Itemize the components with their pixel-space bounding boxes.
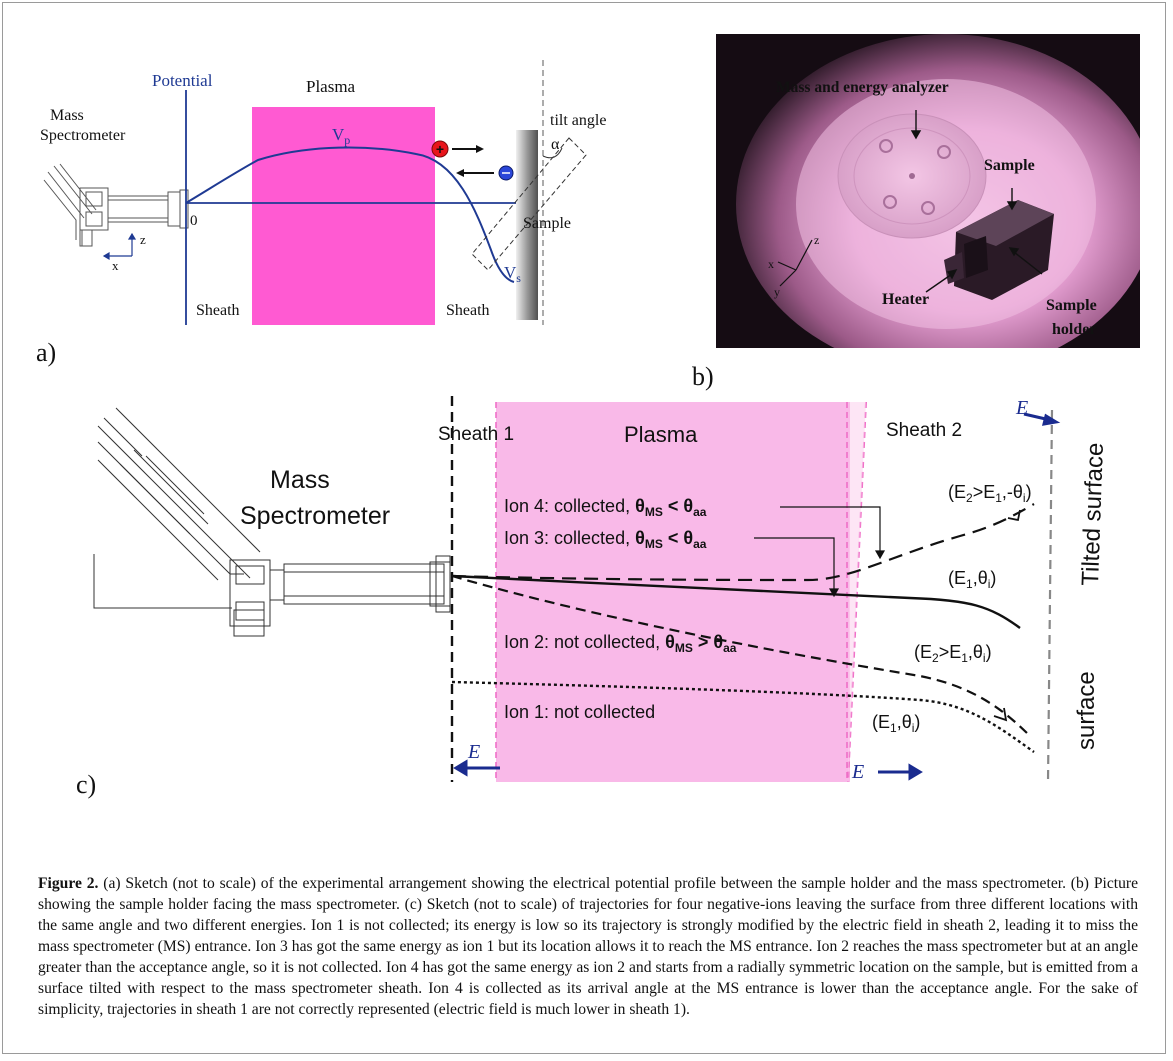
holder-label-2: holder bbox=[1052, 321, 1096, 338]
sheath1-label: Sheath 1 bbox=[438, 424, 514, 445]
axis-z-b: z bbox=[814, 233, 819, 247]
ion4-label: Ion 4: collected, θMS < θaa bbox=[504, 496, 707, 519]
tilted-surface-label: Tilted surface bbox=[1077, 442, 1109, 586]
ion1-label: Ion 1: not collected bbox=[504, 702, 655, 722]
potential-curve bbox=[185, 146, 515, 283]
sheath2-label: Sheath 2 bbox=[886, 420, 962, 441]
vp-label: Vp bbox=[332, 125, 350, 147]
ion4-trajectory bbox=[451, 503, 1035, 582]
ion3-label: Ion 3: collected, θMS < θaa bbox=[504, 528, 707, 551]
zero-label: 0 bbox=[190, 213, 198, 229]
plasma-region-a bbox=[252, 107, 435, 325]
plasma-label-c: Plasma bbox=[624, 422, 698, 447]
xz-axes-a bbox=[102, 232, 137, 261]
axis-y-b: y bbox=[774, 285, 780, 299]
vs-label: Vs bbox=[504, 263, 521, 285]
ion3-trajectory bbox=[451, 574, 1021, 629]
alpha-label: α bbox=[551, 136, 560, 153]
panel-c-diagram: E E E Sheath 1 Plasma Sheath 2 Mass Spec… bbox=[93, 396, 1109, 783]
e-label-top: E bbox=[1015, 397, 1028, 419]
ion1-energy-label: (E1,θi) bbox=[872, 712, 920, 735]
sheath-right-label: Sheath bbox=[446, 302, 490, 319]
tilted-sample-outline bbox=[471, 137, 587, 271]
sheath-left-label: Sheath bbox=[196, 302, 240, 319]
ms-label-a-1: Mass bbox=[50, 107, 84, 124]
panel-b-letter: b) bbox=[692, 362, 714, 391]
ms-sketch-c bbox=[93, 407, 451, 637]
plasma-label-a: Plasma bbox=[306, 77, 356, 96]
figure-caption: Figure 2. (a) Sketch (not to scale) of t… bbox=[38, 873, 1138, 1020]
ion2-energy-label: (E2>E1,θi) bbox=[914, 642, 992, 665]
ms-label-c-2: Spectrometer bbox=[240, 502, 390, 530]
analyzer-label: Mass and energy analyzer bbox=[776, 79, 949, 96]
panel-a-letter: a) bbox=[36, 338, 57, 367]
panel-a-diagram: z x + Potential Plasma Mass Spectrometer… bbox=[40, 60, 606, 325]
ion2-label: Ion 2: not collected, θMS > θaa bbox=[504, 632, 737, 655]
potential-label: Potential bbox=[152, 71, 213, 90]
chamber-photo: z x y Mass and energy analyzer Sample He… bbox=[716, 34, 1140, 348]
tilt-angle-label: tilt angle bbox=[550, 112, 606, 129]
ms-label-a-2: Spectrometer bbox=[40, 127, 126, 144]
e-label-bottom: E bbox=[851, 761, 864, 783]
ms-sketch-a bbox=[43, 163, 189, 247]
ion2-trajectory bbox=[451, 574, 1031, 737]
positive-ion-icon bbox=[431, 140, 449, 158]
sample-label-b: Sample bbox=[984, 157, 1035, 174]
surface-line bbox=[1046, 409, 1054, 783]
panel-b-photo: z x y Mass and energy analyzer Sample He… bbox=[716, 34, 1140, 348]
ion1-trajectory bbox=[451, 680, 1035, 753]
axis-z-a: z bbox=[140, 232, 146, 247]
svg-text:+: + bbox=[436, 141, 444, 157]
ms-label-c-1: Mass bbox=[270, 466, 330, 494]
holder-label-1: Sample bbox=[1046, 297, 1097, 314]
e-field-arrows bbox=[453, 412, 1061, 781]
surface-label: surface bbox=[1073, 671, 1100, 750]
ion3-energy-label: (E1,θi) bbox=[948, 568, 996, 591]
heater-label: Heater bbox=[882, 291, 929, 308]
caption-text: (a) Sketch (not to scale) of the experim… bbox=[38, 875, 1138, 1018]
axis-x-b: x bbox=[768, 257, 774, 271]
alpha-arc bbox=[542, 147, 563, 159]
panel-c-letter: c) bbox=[76, 770, 97, 799]
caption-label: Figure 2. bbox=[38, 875, 99, 892]
e-label-left: E bbox=[467, 741, 480, 763]
sample-label-a: Sample bbox=[523, 215, 571, 232]
axis-x-a: x bbox=[112, 258, 119, 273]
ion4-energy-label: (E2>E1,-θi) bbox=[948, 482, 1032, 505]
